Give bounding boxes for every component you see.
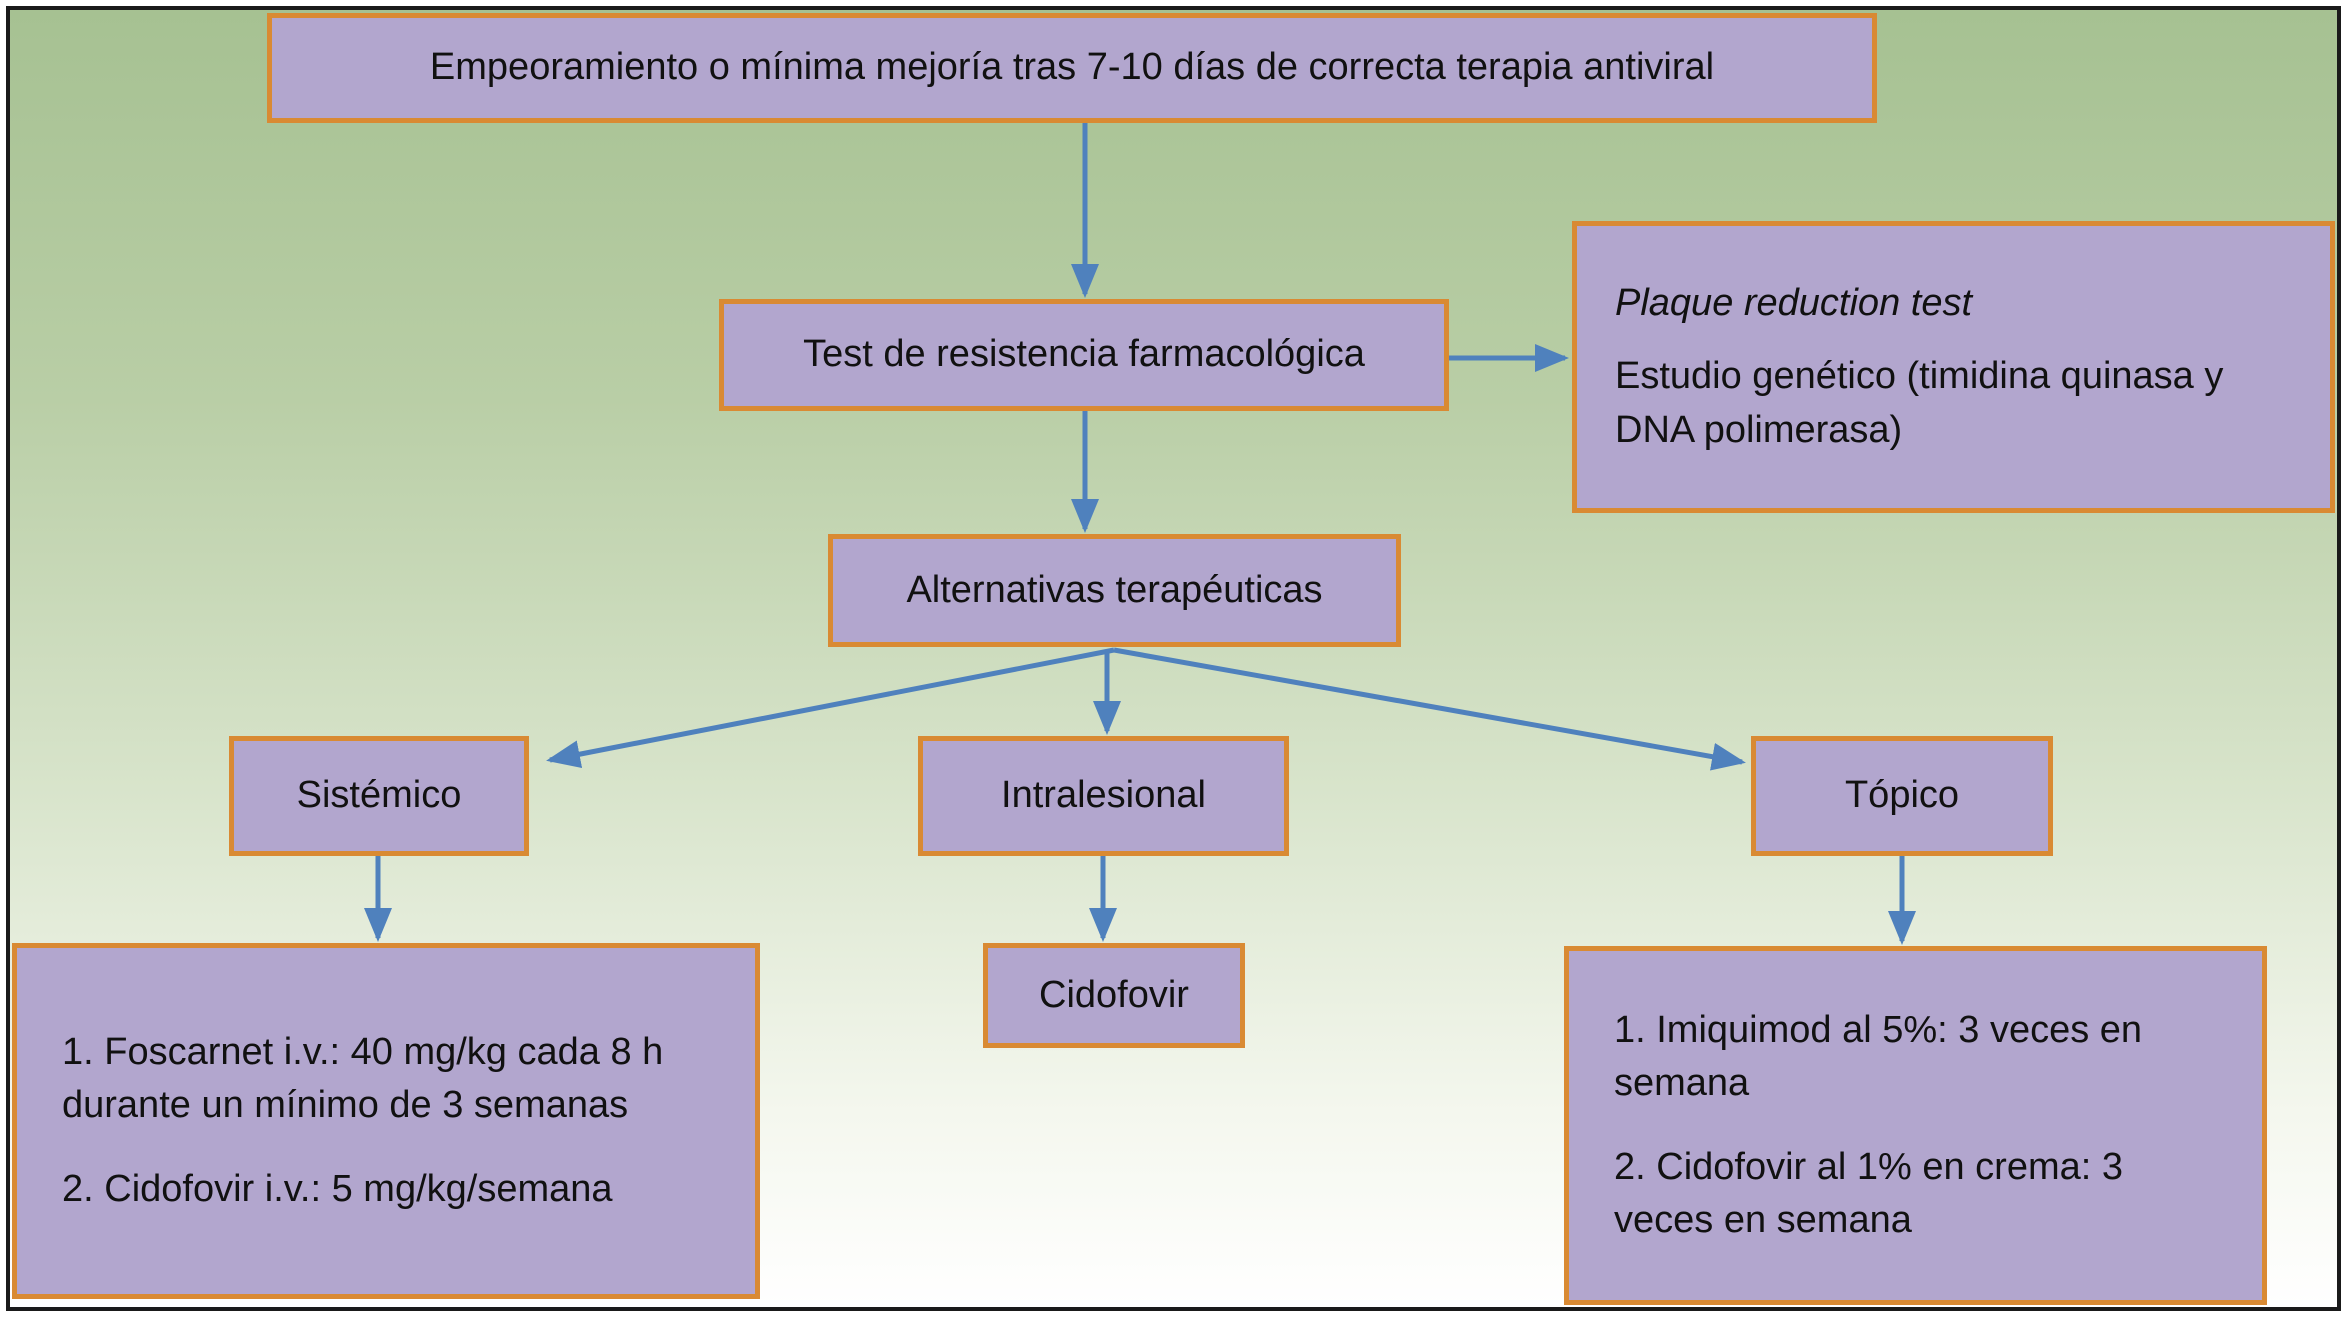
node-resistance-test-label: Test de resistencia farmacológica — [803, 333, 1365, 376]
node-topical: Tópico — [1751, 736, 2053, 856]
node-intralesional: Intralesional — [918, 736, 1289, 856]
node-genetic-study: Plaque reduction test Estudio genético (… — [1572, 221, 2335, 513]
genetic-study-label: Estudio genético (timidina quinasa y DNA… — [1615, 355, 2224, 451]
systemic-detail-item-2: 2. Cidofovir i.v.: 5 mg/kg/semana — [62, 1167, 613, 1210]
node-intralesional-label: Intralesional — [1001, 774, 1206, 817]
systemic-detail-item-1: 1. Foscarnet i.v.: 40 mg/kg cada 8 h dur… — [62, 1031, 664, 1127]
node-worsening-label: Empeoramiento o mínima mejoría tras 7-10… — [429, 46, 1715, 89]
node-topical-detail: 1. Imiquimod al 5%: 3 veces en semana 2.… — [1564, 946, 2267, 1305]
node-cidofovir-label: Cidofovir — [1039, 973, 1189, 1016]
node-worsening: Empeoramiento o mínima mejoría tras 7-10… — [267, 13, 1877, 123]
plaque-reduction-test-label: Plaque reduction test — [1615, 282, 1973, 325]
node-resistance-test: Test de resistencia farmacológica — [719, 299, 1449, 411]
node-systemic-label: Sistémico — [296, 774, 462, 817]
node-alternatives-label: Alternativas terapéuticas — [906, 568, 1323, 611]
node-systemic-detail: 1. Foscarnet i.v.: 40 mg/kg cada 8 h dur… — [12, 943, 760, 1299]
topical-detail-item-2: 2. Cidofovir al 1% en crema: 3 veces en … — [1614, 1145, 2124, 1241]
node-alternatives: Alternativas terapéuticas — [828, 534, 1401, 647]
node-cidofovir: Cidofovir — [983, 943, 1245, 1048]
topical-detail-item-1: 1. Imiquimod al 5%: 3 veces en semana — [1614, 1009, 2143, 1105]
node-topical-label: Tópico — [1844, 774, 1960, 817]
diagram-frame: Empeoramiento o mínima mejoría tras 7-10… — [6, 6, 2341, 1311]
node-systemic: Sistémico — [229, 736, 529, 856]
